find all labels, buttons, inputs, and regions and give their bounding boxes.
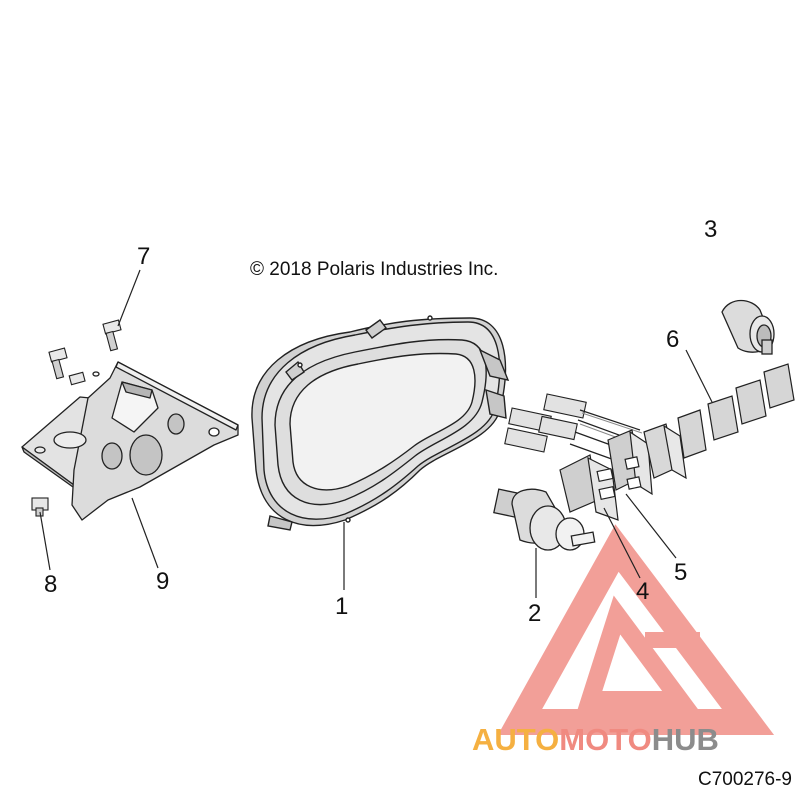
drawing-code: C700276-9 bbox=[697, 769, 792, 790]
rocker-switches-part-4-5 bbox=[559, 423, 687, 521]
callout-7: 7 bbox=[137, 243, 151, 270]
callout-8: 8 bbox=[44, 571, 58, 598]
switch-blanks-part-6 bbox=[677, 363, 795, 459]
instrument-cluster-part-1 bbox=[251, 315, 510, 531]
watermark-text: AUTOMOTOHUB bbox=[472, 722, 719, 758]
callout-2: 2 bbox=[528, 600, 542, 627]
leader-lines bbox=[39, 269, 713, 598]
callout-3: 3 bbox=[704, 216, 718, 243]
bracket-part-9 bbox=[21, 361, 239, 521]
callout-5: 5 bbox=[674, 559, 688, 586]
watermark-logo bbox=[497, 524, 775, 735]
screw-part-8 bbox=[31, 497, 49, 517]
callout-1: 1 bbox=[335, 593, 349, 620]
watermark-part-hub: HUB bbox=[651, 722, 719, 757]
ignition-switch-part-2 bbox=[493, 488, 596, 551]
watermark-part-moto: MOTO bbox=[559, 722, 652, 757]
screw-part-7 bbox=[48, 319, 122, 386]
callout-4: 4 bbox=[636, 578, 650, 605]
power-outlet-part-3 bbox=[721, 299, 775, 355]
watermark-part-auto: AUTO bbox=[472, 722, 560, 757]
callout-9: 9 bbox=[156, 568, 170, 595]
copyright-text: © 2018 Polaris Industries Inc. bbox=[250, 259, 499, 280]
callout-6: 6 bbox=[666, 326, 680, 353]
